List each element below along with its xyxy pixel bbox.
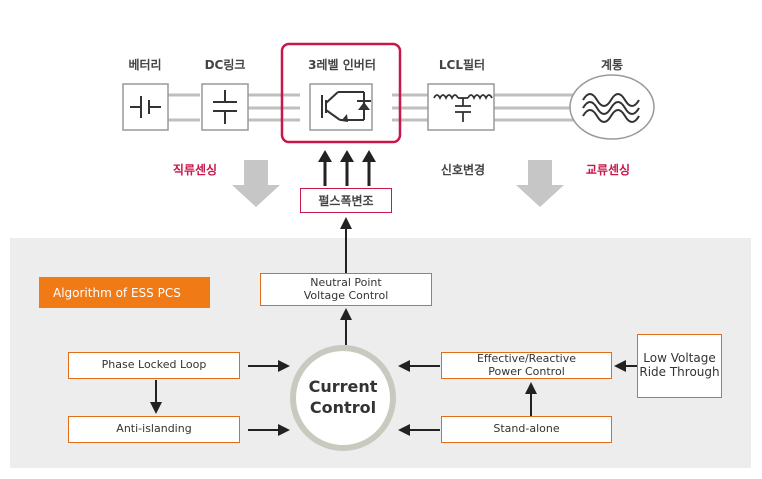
algorithm-title-badge: Algorithm of ESS PCS [39, 277, 210, 308]
signal-conversion-label: 신호변경 [440, 163, 486, 177]
capacitor-symbol [201, 83, 249, 131]
power-circuit-diagram [122, 42, 655, 207]
neutral-point-box: Neutral Point Voltage Control [260, 273, 432, 306]
lcl-filter-label: LCL필터 [438, 58, 486, 72]
lcl-filter-symbol [427, 83, 495, 131]
sensing-arrows [232, 160, 564, 207]
anti-islanding-box: Anti-islanding [68, 416, 240, 443]
dclink-label: DC링크 [204, 58, 246, 72]
ac-sensing-label: 교류센싱 [585, 163, 631, 177]
grid-label: 계통 [600, 58, 624, 72]
dc-sensing-label: 직류센싱 [172, 163, 218, 177]
battery-label: 베터리 [128, 58, 162, 72]
pwm-arrows [318, 150, 376, 186]
stand-alone-box: Stand-alone [441, 416, 612, 443]
inverter-label: 3레벨 인버터 [308, 58, 376, 72]
grid-symbol [569, 74, 655, 140]
power-control-box: Effective/Reactive Power Control [441, 352, 612, 379]
current-control-circle: Current Control [290, 345, 396, 451]
battery-symbol [122, 83, 169, 131]
pwm-box: 펄스폭변조 [300, 188, 392, 213]
pll-box: Phase Locked Loop [68, 352, 240, 379]
inverter-symbol [280, 42, 402, 144]
bus-lines [168, 93, 578, 122]
lvrt-box: Low Voltage Ride Through [637, 334, 722, 398]
